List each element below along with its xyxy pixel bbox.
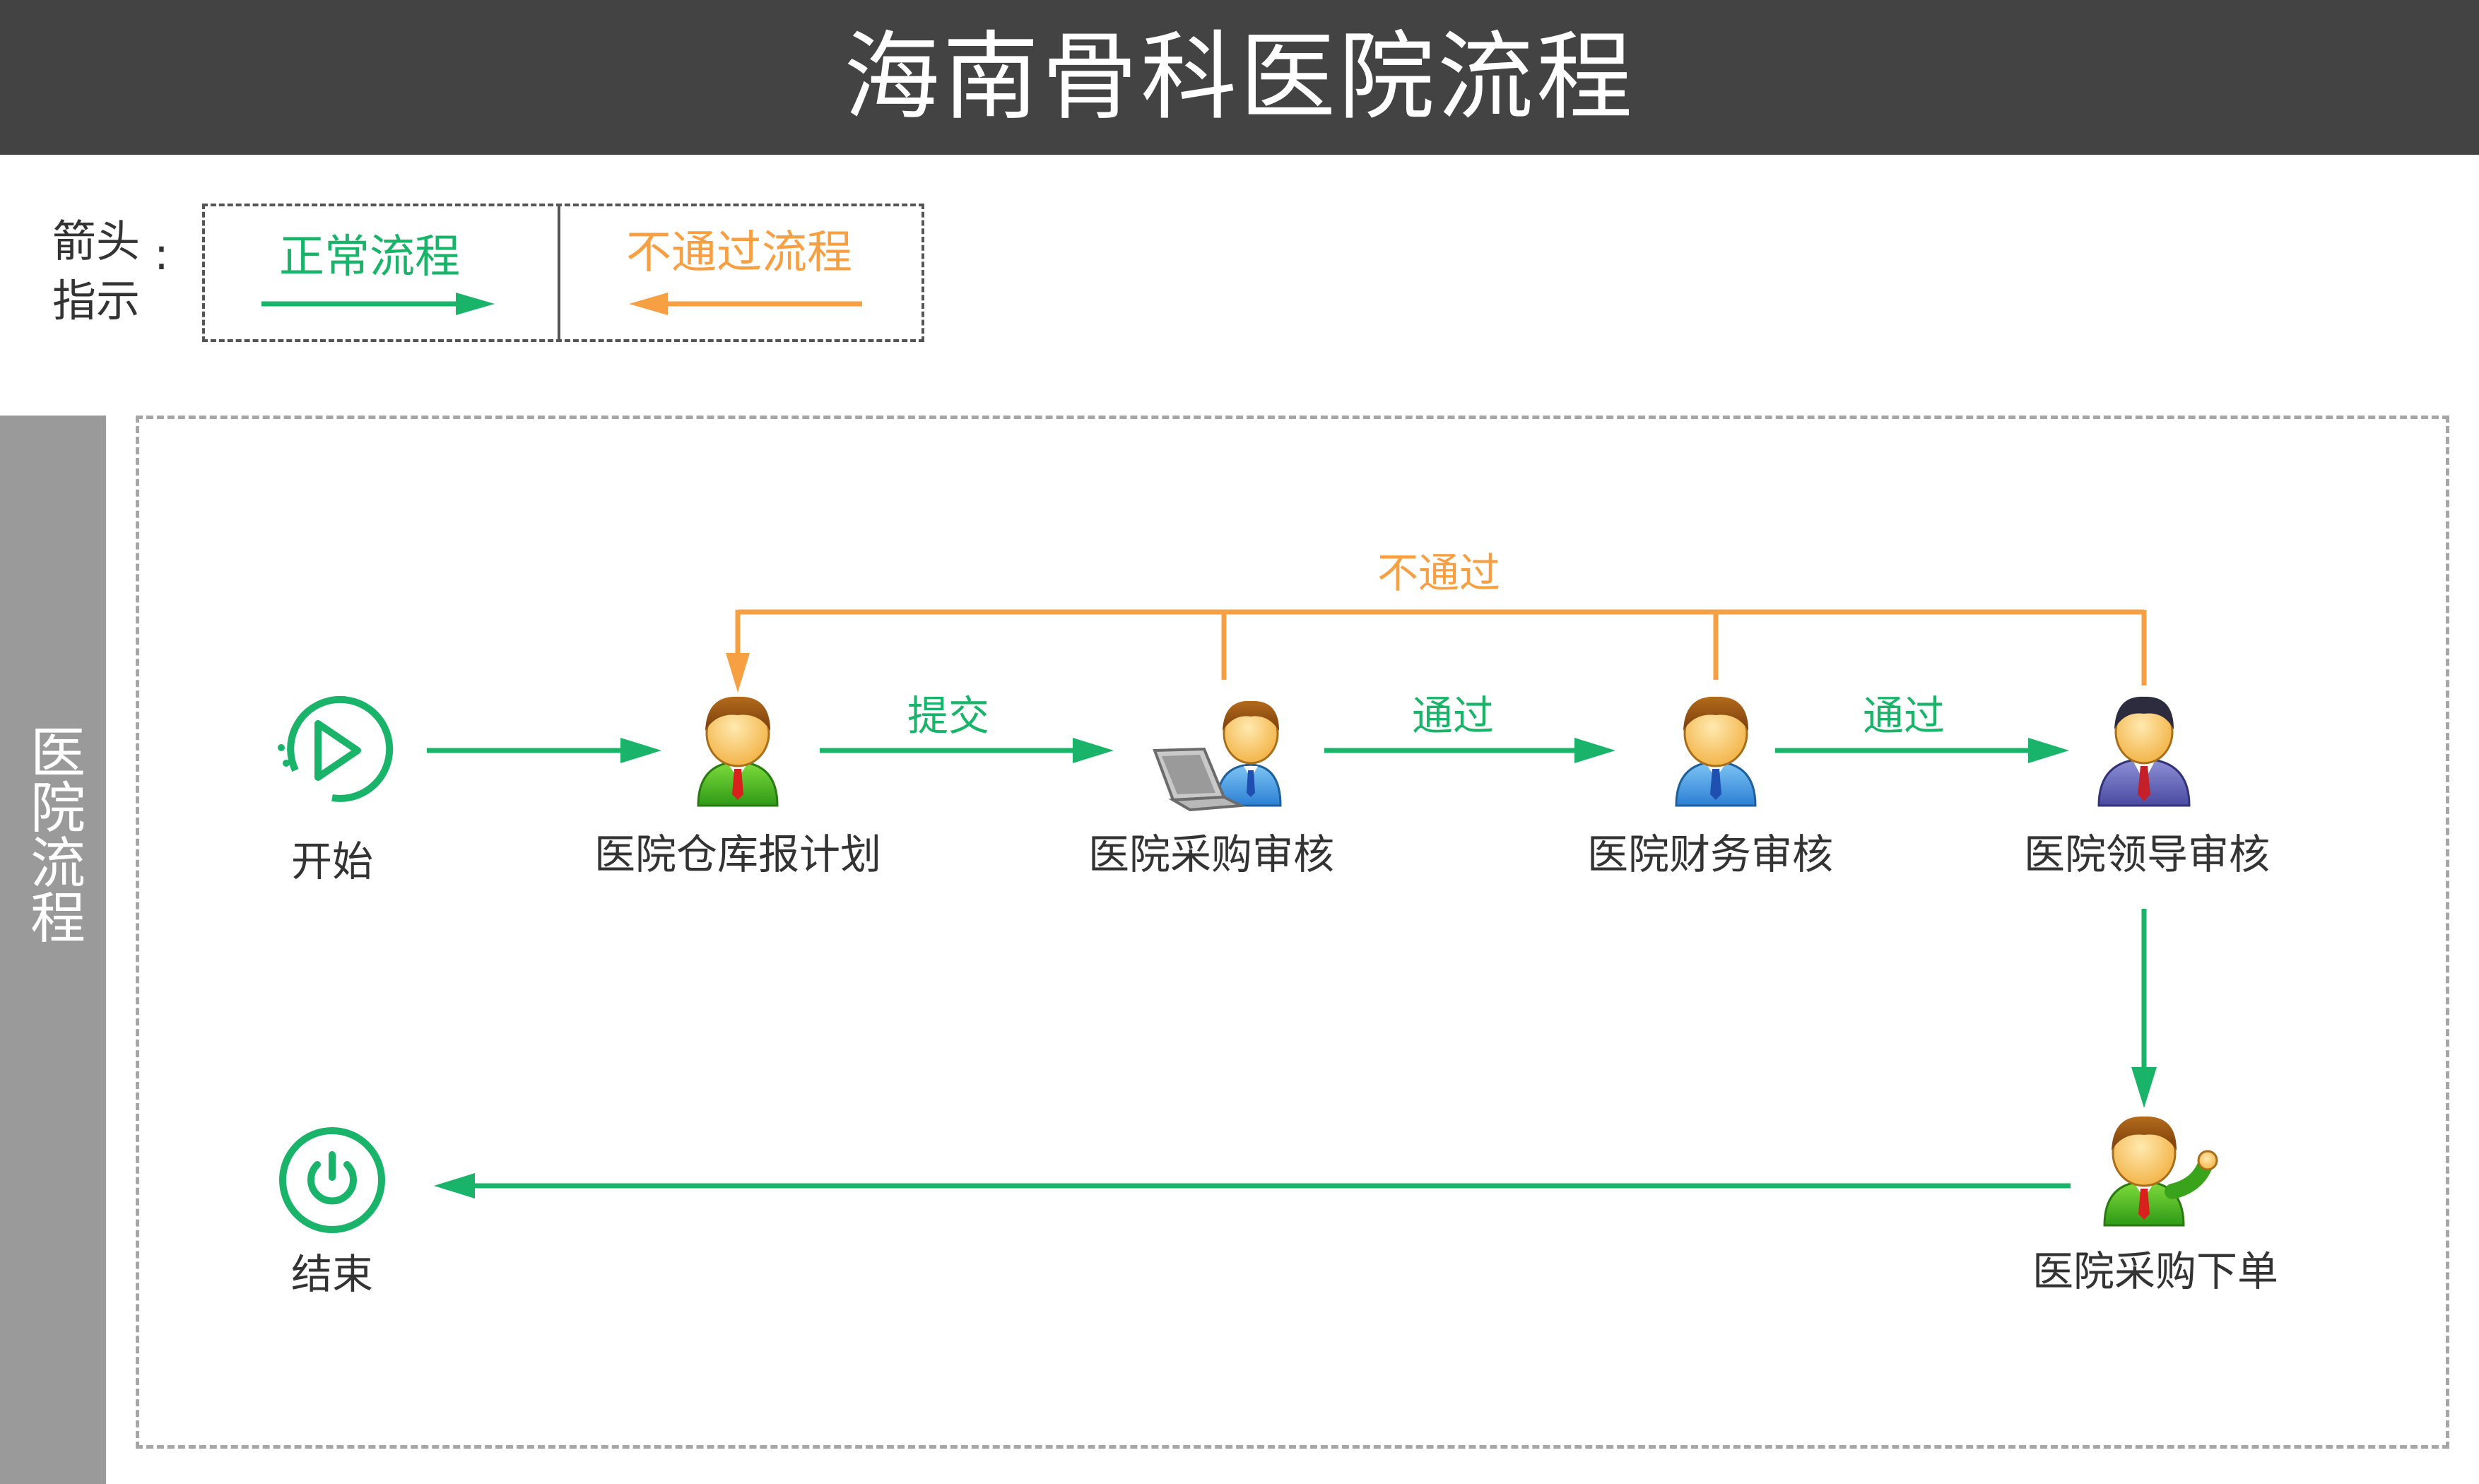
node-purchase-review-label: 医院采购审核 — [1088, 830, 1335, 878]
edge-pass-1-label: 通过 — [1411, 692, 1495, 740]
legend-reject-arrow — [629, 293, 862, 315]
node-purchase-order-label: 医院采购下单 — [2032, 1247, 2279, 1295]
edge-finance-to-leader — [1775, 738, 2069, 763]
person-waving-icon — [2103, 1116, 2218, 1227]
edge-warehouse-to-purchase — [820, 738, 1114, 763]
legend-divider — [558, 204, 560, 342]
person-green-icon — [697, 696, 779, 807]
power-icon — [279, 1127, 385, 1233]
person-manager-icon — [2097, 696, 2191, 807]
node-warehouse-plan-label: 医院仓库报计划 — [594, 830, 882, 878]
legend-colon: : — [154, 228, 169, 280]
title-bar: 海南骨科医院流程 — [0, 0, 2479, 155]
edge-start-to-warehouse — [427, 738, 661, 763]
edge-reject-label: 不通过 — [1377, 549, 1501, 597]
legend-label-line1: 箭头 — [52, 216, 141, 267]
legend-label-line2: 指示 — [52, 275, 141, 326]
legend-box — [202, 204, 924, 342]
edge-submit-label: 提交 — [907, 692, 990, 740]
legend-reject-label: 不通过流程 — [626, 227, 852, 279]
node-end-label: 结束 — [290, 1250, 374, 1298]
legend-normal-label: 正常流程 — [279, 231, 460, 283]
edge-order-to-end — [434, 1173, 2071, 1199]
legend-normal-arrow — [261, 293, 495, 315]
legend-label: 箭头 指示 — [52, 212, 158, 331]
lane-label: 医院流程 — [21, 724, 85, 944]
play-circle-icon — [278, 695, 394, 802]
lane-sidebar — [0, 416, 106, 1484]
node-finance-review-label: 医院财务审核 — [1586, 830, 1834, 878]
person-blue-icon — [1675, 696, 1757, 807]
person-laptop-icon — [1153, 700, 1282, 812]
edge-leader-to-order — [2131, 909, 2157, 1108]
node-leader-review-label: 医院领导审核 — [2023, 830, 2271, 878]
page-title: 海南骨科医院流程 — [844, 21, 1635, 134]
edge-pass-2-label: 通过 — [1862, 692, 1945, 740]
lane-frame — [136, 416, 2449, 1449]
edge-purchase-to-finance — [1324, 738, 1615, 763]
edge-reject-back — [726, 609, 2147, 693]
node-start-label: 开始 — [290, 837, 374, 885]
